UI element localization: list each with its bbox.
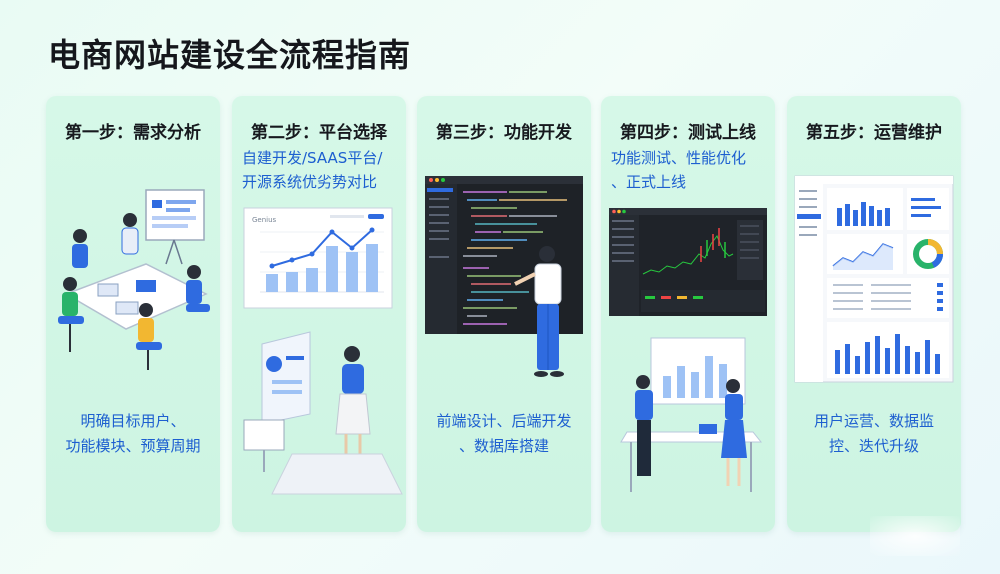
step-card-2: 第二步：平台选择 自建开发/SAAS平台/ 开源系统优劣势对比 Genius xyxy=(232,96,406,532)
meeting-team-illustration xyxy=(58,189,210,370)
footer-line: 明确目标用户、 xyxy=(80,412,186,430)
subtitle-line: 功能测试、性能优化 xyxy=(611,149,747,167)
step-title: 第一步：需求分析 xyxy=(65,123,201,143)
step-card-1: 第一步：需求分析 明确目标用户、 功能模块、预算周期 xyxy=(46,96,220,532)
chart-panel-label: Genius xyxy=(252,216,277,224)
step-card-4: 第四步：测试上线 功能测试、性能优化 、正式上线 xyxy=(601,96,775,532)
subtitle-line: 开源系统优劣势对比 xyxy=(242,173,378,191)
step-footer: 前端设计、后端开发 、数据库搭建 xyxy=(425,409,583,459)
footer-line: 用户运营、数据监 xyxy=(813,412,934,430)
step-title: 第二步：平台选择 xyxy=(251,123,387,143)
trading-chart-illustration xyxy=(609,208,767,492)
step-card-3: 第三步：功能开发 xyxy=(417,96,591,532)
step-footer: 明确目标用户、 功能模块、预算周期 xyxy=(54,409,212,459)
decorative-glow xyxy=(870,516,960,556)
subtitle-line: 自建开发/SAAS平台/ xyxy=(242,149,383,167)
footer-line: 功能模块、预算周期 xyxy=(65,437,201,455)
footer-line: 控、迭代升级 xyxy=(828,437,919,455)
step-card-5: 第五步：运营维护 用户运营、数据监 控、迭 xyxy=(787,96,961,532)
step-subtitle: 自建开发/SAAS平台/ 开源系统优劣势对比 xyxy=(242,146,400,194)
footer-line: 、数据库搭建 xyxy=(458,437,549,455)
dashboard-illustration xyxy=(794,175,954,383)
page-title: 电商网站建设全流程指南 xyxy=(48,36,412,74)
step-title: 第三步：功能开发 xyxy=(436,123,572,143)
footer-line: 前端设计、后端开发 xyxy=(436,412,572,430)
platform-chart-illustration: Genius xyxy=(243,207,403,495)
code-screen-illustration xyxy=(425,176,583,377)
step-footer: 用户运营、数据监 控、迭代升级 xyxy=(795,409,953,459)
step-title: 第四步：测试上线 xyxy=(620,123,756,143)
step-subtitle: 功能测试、性能优化 、正式上线 xyxy=(611,146,769,194)
subtitle-line: 、正式上线 xyxy=(611,173,687,191)
step-title: 第五步：运营维护 xyxy=(806,123,942,143)
